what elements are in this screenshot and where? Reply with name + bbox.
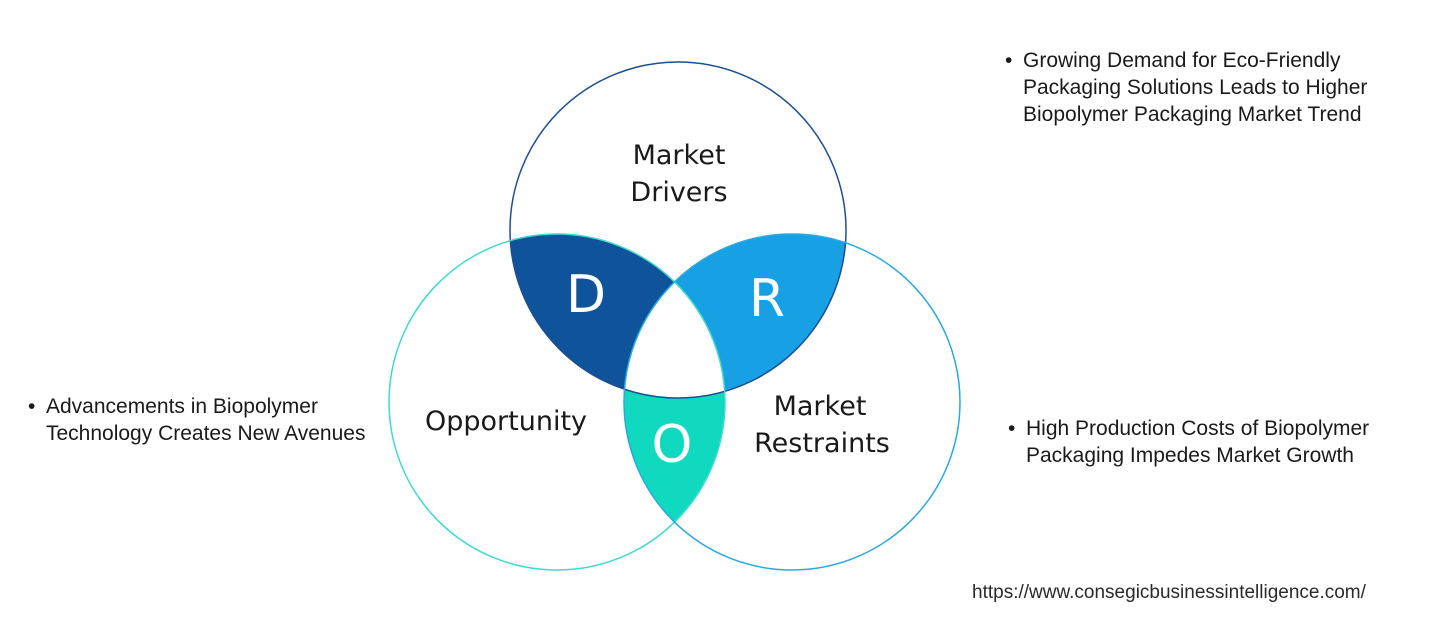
- bullet-marker: •: [28, 395, 36, 418]
- bullet-marker: •: [1008, 417, 1016, 440]
- opportunity-bullet: • Advancements in Biopolymer Technology …: [28, 393, 373, 447]
- letter-r: R: [749, 269, 785, 329]
- drivers-bullet-text: Growing Demand for Eco-Friendly Packagin…: [1023, 49, 1368, 126]
- opportunity-circle: [388, 233, 726, 571]
- bullet-marker: •: [1005, 49, 1013, 72]
- restraints-bullet-text: High Production Costs of Biopolymer Pack…: [1026, 417, 1370, 467]
- market-drivers-circle: [509, 61, 847, 399]
- market-restraints-circle: [623, 233, 961, 571]
- market-restraints-label-line1: Market: [774, 391, 867, 422]
- restraints-bullet: • High Production Costs of Biopolymer Pa…: [1008, 415, 1438, 469]
- opportunity-label: Opportunity: [425, 406, 587, 437]
- market-drivers-label-line1: Market: [633, 140, 726, 171]
- market-drivers-label-line2: Drivers: [630, 177, 727, 208]
- opportunity-bullet-text: Advancements in Biopolymer Technology Cr…: [46, 395, 366, 445]
- drivers-bullet: • Growing Demand for Eco-Friendly Packag…: [1005, 47, 1435, 128]
- letter-d: D: [566, 265, 606, 325]
- letter-o: O: [652, 415, 693, 475]
- source-url[interactable]: https://www.consegicbusinessintelligence…: [972, 582, 1366, 603]
- market-restraints-label-line2: Restraints: [754, 428, 890, 459]
